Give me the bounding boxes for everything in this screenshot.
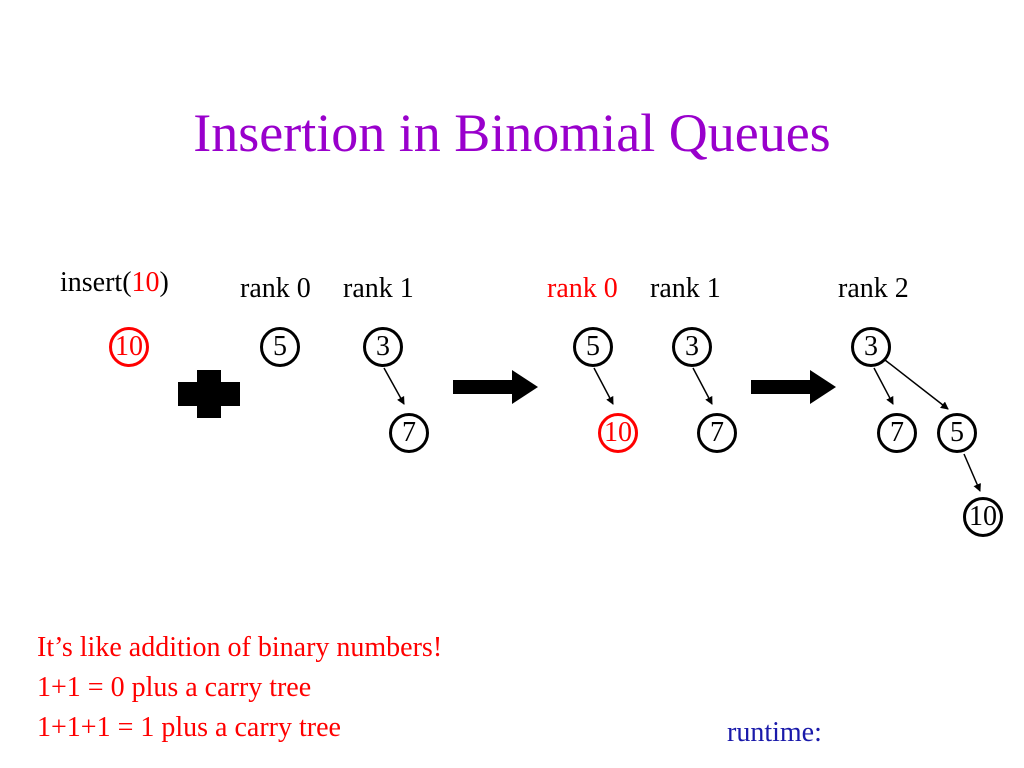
arrow-right-icon xyxy=(751,370,836,404)
slide-title: Insertion in Binomial Queues xyxy=(193,103,831,163)
notes: It’s like addition of binary numbers! 1+… xyxy=(37,628,442,748)
edge-mid-3-7 xyxy=(692,367,713,405)
new-node: 10 xyxy=(598,413,638,453)
edge-right-3-7 xyxy=(873,367,894,405)
tree-node: 5 xyxy=(573,327,613,367)
rank-1-label: rank 1 xyxy=(650,273,721,304)
edge-right-5-10 xyxy=(963,453,981,492)
note-line: 1+1+1 = 1 plus a carry tree xyxy=(37,712,341,743)
rank-0-label-highlight: rank 0 xyxy=(547,273,618,304)
insert-label: insert(10) xyxy=(60,267,169,298)
tree-node: 10 xyxy=(963,497,1003,537)
edge-left-3-7 xyxy=(383,367,405,405)
edge-mid-5-10 xyxy=(593,367,614,405)
rank-0-label: rank 0 xyxy=(240,273,311,304)
rank-1-label: rank 1 xyxy=(343,273,414,304)
tree-node: 3 xyxy=(363,327,403,367)
runtime-label: runtime: xyxy=(727,717,822,748)
rank-2-label: rank 2 xyxy=(838,273,909,304)
arrow-right-icon xyxy=(453,370,538,404)
tree-node: 7 xyxy=(697,413,737,453)
tree-node: 3 xyxy=(672,327,712,367)
note-line: 1+1 = 0 plus a carry tree xyxy=(37,672,312,703)
tree-node: 3 xyxy=(851,327,891,367)
plus-icon xyxy=(178,370,240,418)
insert-value: 10 xyxy=(131,267,160,298)
tree-node: 5 xyxy=(937,413,977,453)
tree-node: 5 xyxy=(260,327,300,367)
edge-right-3-5 xyxy=(884,359,949,410)
tree-node: 7 xyxy=(877,413,917,453)
new-node: 10 xyxy=(109,327,149,367)
note-line: It’s like addition of binary numbers! xyxy=(37,632,443,663)
tree-node: 7 xyxy=(389,413,429,453)
